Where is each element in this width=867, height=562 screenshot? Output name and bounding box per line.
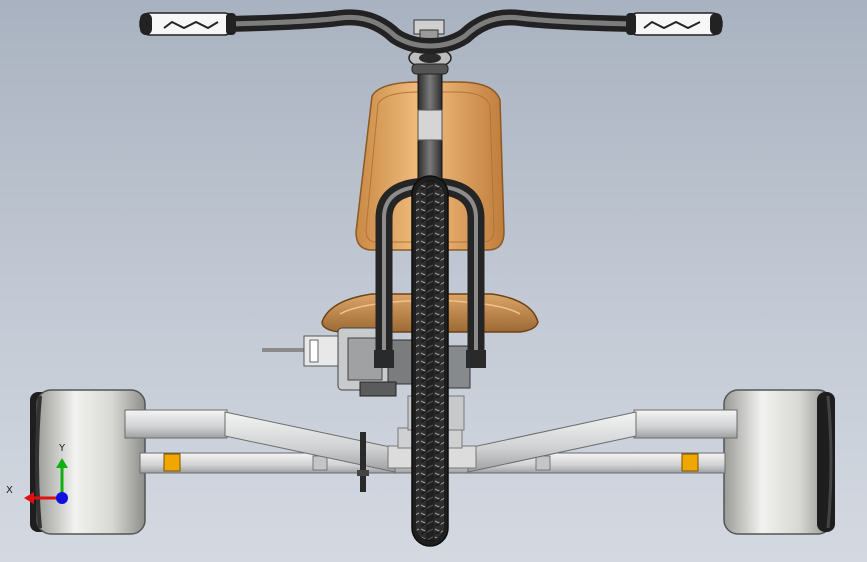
coordinate-triad-icon xyxy=(24,458,68,504)
left-grip[interactable] xyxy=(139,12,236,36)
head-tube-band xyxy=(417,109,443,141)
y-axis-label: Y xyxy=(59,443,66,454)
handlebar[interactable] xyxy=(220,9,640,55)
x-axis-label: X xyxy=(6,485,13,496)
right-reflector xyxy=(681,453,699,472)
front-wheel[interactable] xyxy=(411,175,449,547)
rear-right-wheel[interactable] xyxy=(723,389,835,535)
engine-shaft xyxy=(262,348,308,352)
right-grip[interactable] xyxy=(626,12,723,36)
left-reflector xyxy=(163,453,181,472)
